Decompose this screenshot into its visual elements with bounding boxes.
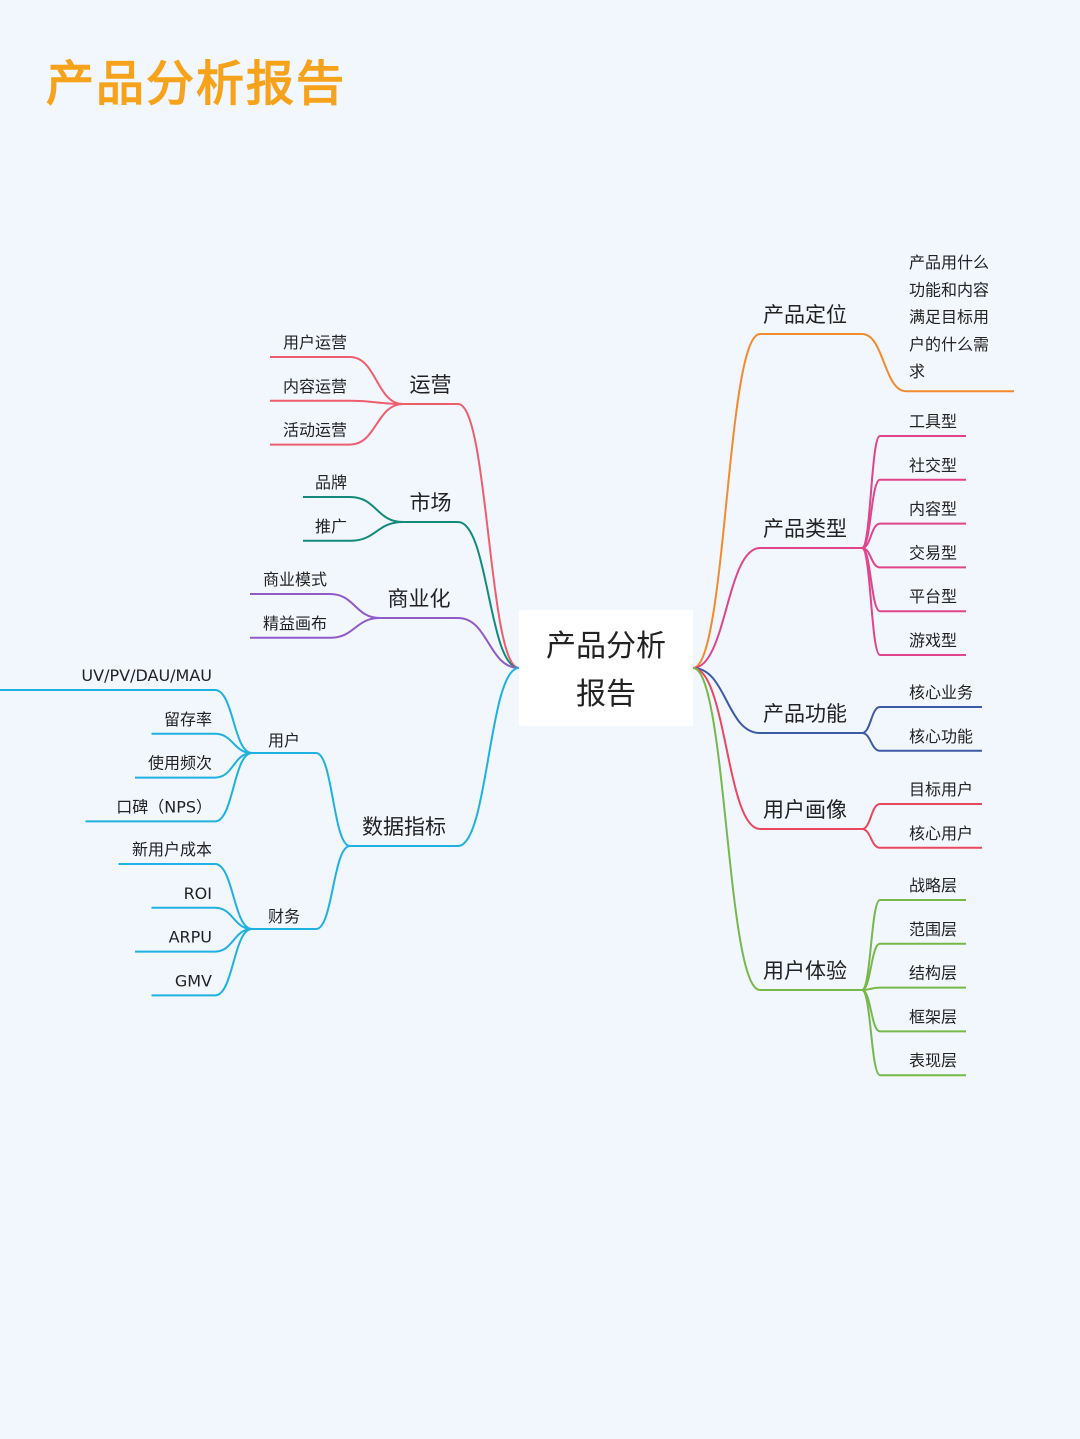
leaf-connector [214, 863, 253, 930]
description-line: 产品用什么 [909, 253, 989, 272]
description-line: 求 [909, 362, 925, 381]
leaf-label: 平台型 [909, 587, 957, 606]
description-line: 户的什么需 [909, 335, 989, 354]
leaf-label: 目标用户 [909, 780, 973, 799]
root-node-label: 报告 [576, 677, 636, 712]
description-connector [861, 333, 907, 393]
branch-connector [457, 667, 520, 847]
branch-label: 数据指标 [362, 815, 446, 839]
branch-connector [457, 521, 520, 669]
leaf-label: ROI [184, 884, 212, 903]
leaf-label: 用户运营 [283, 333, 347, 352]
leaf-label: 核心功能 [909, 727, 973, 746]
group-label: 财务 [268, 907, 300, 926]
branch-label: 市场 [410, 491, 452, 515]
description-line: 功能和内容 [909, 280, 989, 299]
branch-connector [692, 667, 761, 734]
branch-connector [457, 617, 520, 669]
leaf-connector [861, 989, 881, 1077]
branch-label: 运营 [410, 373, 452, 397]
leaf-connector [214, 689, 253, 754]
leaf-connector [861, 522, 881, 549]
branch-connector [692, 667, 761, 991]
leaf-label: 框架层 [909, 1007, 957, 1026]
leaf-label: 口碑（NPS） [116, 797, 212, 816]
leaf-label: 交易型 [909, 543, 957, 562]
description-line: 满足目标用 [909, 308, 989, 327]
leaf-connector [861, 828, 881, 849]
root-node-box [519, 610, 693, 726]
leaf-connector [349, 403, 404, 446]
leaf-label: 商业模式 [263, 570, 327, 589]
branch-label: 用户画像 [763, 798, 847, 822]
leaf-connector [861, 803, 881, 830]
leaf-connector [861, 732, 881, 752]
leaf-connector [329, 593, 381, 619]
leaf-label: 核心业务 [909, 683, 973, 702]
branch-label: 用户体验 [763, 959, 847, 983]
branch-connector [692, 333, 761, 669]
leaf-label: 活动运营 [283, 421, 347, 440]
leaf-label: 内容运营 [283, 377, 347, 396]
leaf-connector [861, 435, 881, 549]
group-connector [315, 845, 351, 930]
branch-connector [692, 667, 761, 830]
branch-connector [457, 403, 520, 669]
leaf-label: GMV [175, 971, 212, 990]
leaf-label: 内容型 [909, 500, 957, 519]
branch-label: 产品类型 [763, 517, 847, 541]
leaf-connector [349, 356, 404, 405]
leaf-label: 核心用户 [909, 824, 973, 843]
leaf-label: 游戏型 [909, 631, 957, 650]
leaf-label: 新用户成本 [132, 840, 212, 859]
branch-label: 产品功能 [763, 702, 847, 726]
group-connector [315, 752, 351, 847]
leaf-label: 战略层 [909, 876, 957, 895]
leaf-connector [861, 942, 881, 991]
page-title: 产品分析报告 [46, 56, 347, 112]
leaf-connector [214, 928, 253, 997]
leaf-label: ARPU [169, 928, 212, 947]
branch-connector [692, 547, 761, 669]
leaf-label: 使用频次 [148, 754, 212, 773]
leaf-label: 社交型 [909, 456, 957, 475]
leaf-label: 结构层 [909, 964, 957, 983]
root-node-label: 产品分析 [546, 629, 666, 664]
leaf-connector [214, 906, 253, 930]
leaf-label: 精益画布 [263, 614, 327, 633]
leaf-connector [861, 547, 881, 656]
group-label: 用户 [268, 731, 300, 750]
leaf-label: 表现层 [909, 1051, 957, 1070]
branch-label: 产品定位 [763, 303, 847, 327]
leaf-label: 工具型 [909, 412, 957, 431]
leaf-connector [861, 706, 881, 734]
leaf-label: 范围层 [909, 920, 957, 939]
leaf-connector [349, 496, 404, 523]
leaf-connector [329, 617, 381, 639]
leaf-connector [214, 752, 253, 823]
leaf-label: UV/PV/DAU/MAU [81, 666, 212, 685]
leaf-label: 留存率 [164, 710, 212, 729]
leaf-label: 推广 [315, 517, 347, 536]
branch-label: 商业化 [388, 587, 451, 611]
leaf-label: 品牌 [315, 473, 347, 492]
leaf-connector [349, 521, 404, 542]
